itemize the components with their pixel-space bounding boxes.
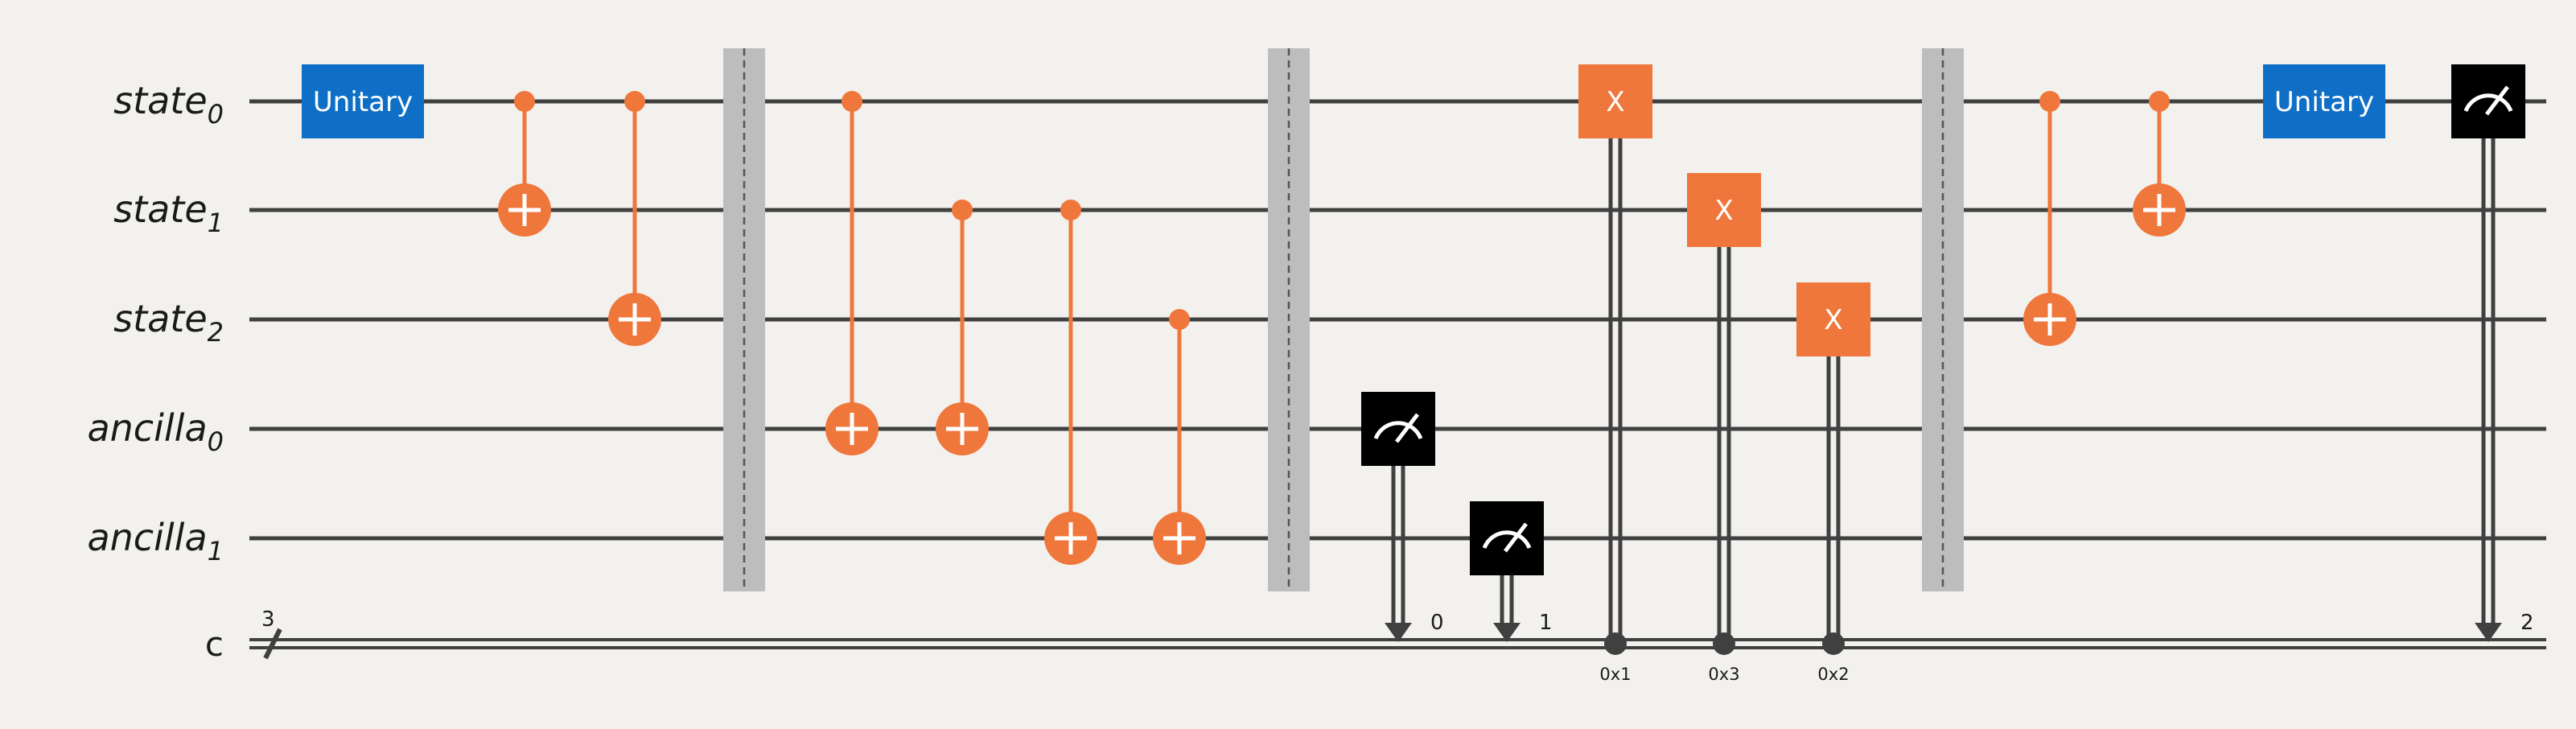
qubit-label: ancilla0 bbox=[87, 406, 224, 457]
qubit-label-name: ancilla bbox=[87, 406, 207, 450]
qubit-label-name: state bbox=[113, 297, 208, 340]
cnot-control-dot bbox=[2149, 91, 2170, 112]
unitary-gate-label: Unitary bbox=[2274, 86, 2374, 118]
x-gate-label: X bbox=[1606, 86, 1624, 118]
qubit-label: state2 bbox=[113, 297, 224, 348]
measure-classical-bit-label: 0 bbox=[1430, 611, 1444, 635]
measure-classical-bit-label: 1 bbox=[1539, 611, 1553, 635]
measure-gate bbox=[1361, 392, 1435, 466]
condition-value-label: 0x3 bbox=[1708, 665, 1739, 684]
measure-gate bbox=[1470, 501, 1544, 575]
unitary-gate-label: Unitary bbox=[313, 86, 413, 118]
unitary-gate bbox=[302, 64, 424, 138]
cnot-control-dot bbox=[952, 200, 973, 220]
qubit-label-index: 1 bbox=[208, 536, 224, 566]
measure-classical-bit-label: 2 bbox=[2520, 611, 2534, 635]
measure-arrowhead bbox=[1385, 623, 1412, 642]
cnot-control-dot bbox=[1060, 200, 1081, 220]
cnot-control-dot bbox=[842, 91, 862, 112]
x-gate-label: X bbox=[1714, 195, 1733, 227]
measure-arrowhead bbox=[2475, 623, 2502, 642]
x-gate-label: X bbox=[1824, 304, 1842, 336]
meter-icon-needle bbox=[1504, 522, 1528, 553]
x-gate bbox=[1687, 173, 1761, 247]
meter-icon-needle bbox=[2485, 85, 2509, 116]
connectors-layer: 0 1 0x1 0x3 0x2 2 bbox=[522, 101, 2534, 684]
cnot-control-dot bbox=[1169, 309, 1190, 330]
unitary-gate bbox=[2263, 64, 2385, 138]
qubit-label-name: state bbox=[113, 79, 208, 122]
measure-gate bbox=[2451, 64, 2525, 138]
cnot-control-dot bbox=[2039, 91, 2060, 112]
meter-icon-needle bbox=[1395, 413, 1419, 443]
meter-icon-arc bbox=[2463, 93, 2513, 113]
condition-value-label: 0x2 bbox=[1817, 665, 1849, 684]
cnot-control-dot bbox=[624, 91, 645, 112]
classical-register-size: 3 bbox=[261, 608, 275, 632]
meter-icon-arc bbox=[1482, 530, 1532, 550]
qubit-label-name: ancilla bbox=[87, 516, 207, 559]
classical-bundle-slash bbox=[263, 628, 282, 660]
meter-icon-arc bbox=[1373, 421, 1423, 440]
x-gate bbox=[1796, 282, 1870, 356]
measure-arrowhead bbox=[1493, 623, 1520, 642]
x-gate bbox=[1578, 64, 1652, 138]
qubit-label: state0 bbox=[113, 79, 224, 130]
cnot-control-dot bbox=[514, 91, 535, 112]
condition-value-label: 0x1 bbox=[1599, 665, 1631, 684]
condition-dot bbox=[1713, 632, 1735, 655]
qubit-label-index: 2 bbox=[208, 317, 224, 348]
qubit-label: ancilla1 bbox=[87, 516, 224, 566]
qubit-label-name: state bbox=[113, 187, 208, 231]
qubit-label: state1 bbox=[113, 187, 224, 238]
qubit-label-index: 1 bbox=[208, 208, 224, 238]
wires-layer bbox=[249, 99, 2546, 660]
classical-register-label: c bbox=[205, 624, 224, 664]
qubit-label-index: 0 bbox=[208, 426, 224, 457]
condition-dot bbox=[1822, 632, 1845, 655]
qubit-label-index: 0 bbox=[208, 99, 224, 130]
condition-dot bbox=[1604, 632, 1627, 655]
